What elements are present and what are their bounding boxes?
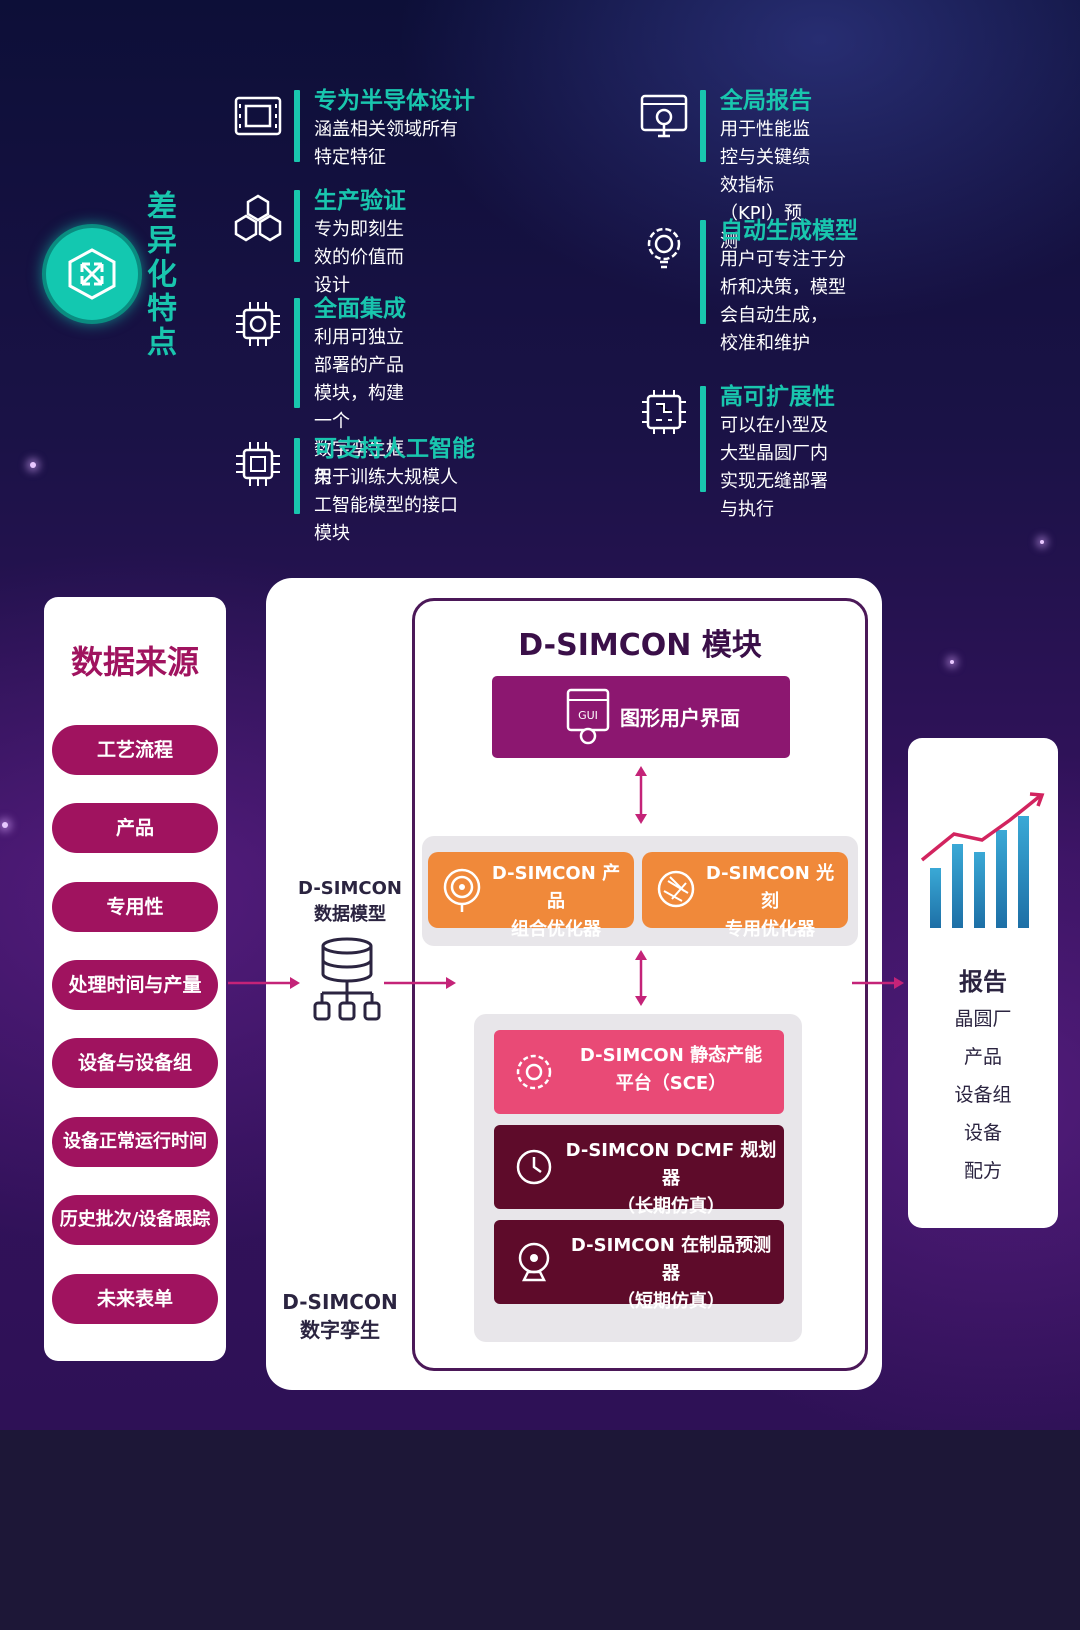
simulator-label: （短期仿真） — [617, 1291, 725, 1312]
optimizer-label: D-SIMCON 产品 — [491, 863, 621, 912]
gui-module: GUI 图形用户界面 — [492, 676, 790, 758]
report-item: 产品 — [963, 1046, 1002, 1068]
module-title: D-SIMCON 模块 — [518, 628, 762, 663]
data-source-item: 专用性 — [52, 882, 218, 932]
differentiation-title: 差异化特点 — [141, 190, 176, 360]
report-item: 配方 — [963, 1160, 1002, 1182]
bar-chart-trend-icon — [920, 792, 1045, 928]
feature-desc: 用户可专注于分析和决策，模型会自动生成， — [720, 249, 846, 326]
data-source-item: 设备正常运行时间 — [52, 1117, 218, 1167]
capacity-gear-icon — [516, 1054, 552, 1090]
feature-desc: 与执行 — [720, 499, 774, 520]
simulator-label: D-SIMCON 静态产能 — [579, 1045, 763, 1066]
chip-card-icon — [234, 96, 282, 136]
data-source-item: 设备与设备组 — [52, 1038, 218, 1088]
optimizer-label: 专用优化器 — [725, 919, 815, 940]
report-title: 报告 — [959, 968, 1007, 996]
circuit-chip-icon — [642, 390, 686, 434]
optimizer-label: D-SIMCON 光刻 — [705, 863, 835, 912]
sparkle-dot — [30, 462, 36, 468]
simulator-label: D-SIMCON DCMF 规划器 — [565, 1140, 777, 1189]
feature-title: 生产验证 — [314, 188, 406, 214]
feature-desc: 专为即刻生效的价值而设计 — [314, 219, 404, 296]
feature-title: 高可扩展性 — [720, 384, 835, 410]
feature-title: 全局报告 — [720, 88, 812, 114]
lithography-optimizer: D-SIMCON 光刻专用优化器 — [642, 852, 848, 940]
wip-predictor: D-SIMCON 在制品预测器 （短期仿真） — [494, 1220, 784, 1312]
target-icon — [443, 868, 481, 912]
feature-desc: 数字孪生框架 — [314, 439, 404, 488]
crystal-ball-icon — [518, 1242, 550, 1282]
gui-label: 图形用户界面 — [620, 706, 740, 730]
optimizer-label: 组合优化器 — [511, 919, 601, 940]
simulator-label: D-SIMCON 在制品预测器 — [570, 1235, 772, 1284]
static-capacity-engine: D-SIMCON 静态产能平台（SCE） — [494, 1030, 784, 1114]
data-source-item: 产品 — [52, 803, 218, 853]
ai-chip-icon — [236, 442, 280, 486]
simulator-label: 平台（SCE） — [615, 1073, 727, 1094]
data-source-item: 历史批次/设备跟踪 — [52, 1195, 218, 1245]
cubes-icon — [234, 194, 282, 242]
sparkle-dot — [2, 822, 8, 828]
simulator-label: （长期仿真） — [617, 1196, 725, 1217]
report-panel — [908, 738, 1058, 1228]
feature-desc: 校准和维护 — [720, 333, 810, 354]
feature-title: 专为半导体设计 — [314, 88, 475, 114]
report-item: 设备 — [963, 1122, 1002, 1144]
product-mix-optimizer: D-SIMCON 产品组合优化器 — [428, 852, 634, 940]
feature-title: 全面集成 — [314, 296, 406, 322]
report-item: 晶圆厂 — [954, 1008, 1012, 1030]
database-network-icon — [313, 937, 381, 1021]
clock-arrow-icon — [516, 1149, 552, 1185]
data-sources-panel: 数据来源 工艺流程 产品 专用性 处理时间与产量 设备与设备组 设备正常运行时间… — [44, 597, 226, 1361]
gui-settings-icon: GUI — [566, 688, 610, 745]
data-source-item: 处理时间与产量 — [52, 960, 218, 1010]
feature-title: 自动生成模型 — [720, 218, 858, 244]
data-sources-title: 数据来源 — [70, 643, 199, 681]
feature-desc: 用于训练大规模人工智能模型的接口模块 — [314, 467, 458, 544]
expand-arrows-icon — [68, 248, 116, 300]
gear-bulb-icon — [647, 227, 681, 269]
feature-desc: 涵盖相关领域所有特定特征 — [314, 119, 458, 168]
feature-desc: 可以在小型及大型晶圆厂内实现无缝部署 — [720, 415, 828, 492]
feature-desc: 利用可独立部署的产品模块，构建一个 — [314, 327, 404, 432]
connector-arrows — [228, 766, 904, 1006]
feature-desc: 用于性能监控与关键绩效指标（KPI）预测 — [720, 119, 810, 252]
svg-text:GUI: GUI — [578, 709, 598, 722]
processor-icon — [236, 302, 280, 346]
sparkle-dot — [1040, 540, 1044, 544]
feature-title: 可支持人工智能 — [314, 436, 475, 462]
aperture-icon — [657, 870, 695, 908]
sparkle-dot — [950, 660, 954, 664]
module-frame — [412, 598, 868, 1371]
report-item: 设备组 — [954, 1084, 1012, 1106]
bottom-band — [0, 1430, 1080, 1630]
data-source-item: 工艺流程 — [52, 725, 218, 775]
differentiation-badge — [42, 224, 142, 324]
data-source-item: 未来表单 — [52, 1274, 218, 1324]
report-monitor-icon — [640, 94, 688, 138]
dcmf-planner: D-SIMCON DCMF 规划器 （长期仿真） — [494, 1125, 784, 1217]
